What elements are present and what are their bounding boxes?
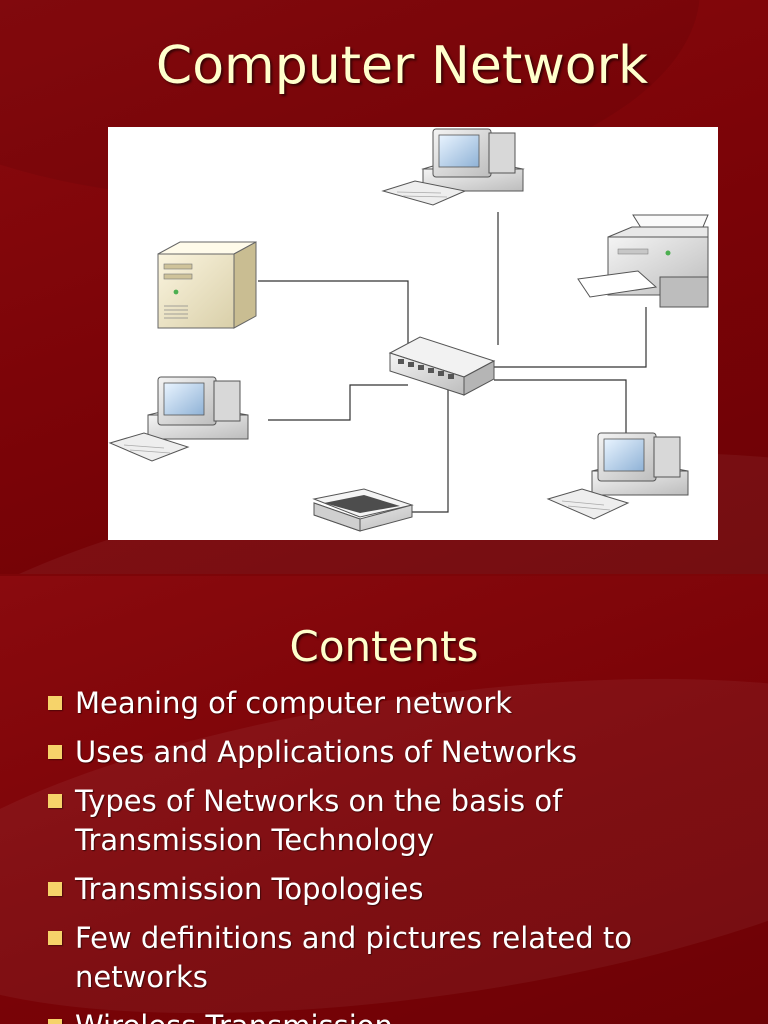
list-item-text: Transmission Topologies bbox=[75, 872, 424, 906]
scanner-icon bbox=[312, 488, 414, 532]
slide-title: Computer Network bbox=[155, 36, 649, 96]
bullet-icon bbox=[48, 931, 62, 945]
list-item: Few definitions and pictures related to … bbox=[44, 919, 715, 997]
list-item: Types of Networks on the basis of Transm… bbox=[44, 782, 615, 860]
list-item-text: Wireless Transmission bbox=[75, 1009, 393, 1024]
monitor-icon bbox=[546, 432, 689, 520]
bullet-icon bbox=[48, 1019, 62, 1024]
network-diagram bbox=[108, 127, 718, 540]
monitor-icon bbox=[108, 376, 249, 462]
bullet-icon bbox=[48, 794, 62, 808]
contents-title: Contents bbox=[289, 622, 479, 671]
network-switch-icon bbox=[388, 336, 496, 396]
slide-contents: Contents Meaning of computer network Use… bbox=[0, 576, 768, 1024]
bullet-icon bbox=[48, 696, 62, 710]
list-item: Transmission Topologies bbox=[44, 870, 744, 909]
contents-list: Meaning of computer network Uses and App… bbox=[44, 684, 744, 1024]
list-item-text: Uses and Applications of Networks bbox=[75, 735, 578, 769]
server-icon bbox=[157, 241, 257, 329]
list-item-text: Few definitions and pictures related to … bbox=[75, 921, 633, 994]
bullet-icon bbox=[48, 882, 62, 896]
list-item-text: Types of Networks on the basis of Transm… bbox=[75, 784, 563, 857]
list-item: Meaning of computer network bbox=[44, 684, 744, 723]
printer-icon bbox=[577, 214, 709, 308]
slide-computer-network: Computer Network bbox=[0, 0, 768, 574]
list-item-text: Meaning of computer network bbox=[75, 686, 513, 720]
network-cables bbox=[258, 212, 647, 513]
monitor-icon bbox=[381, 128, 525, 206]
bullet-icon bbox=[48, 745, 62, 759]
list-item: Uses and Applications of Networks bbox=[44, 733, 744, 772]
list-item: Wireless Transmission bbox=[44, 1007, 744, 1024]
